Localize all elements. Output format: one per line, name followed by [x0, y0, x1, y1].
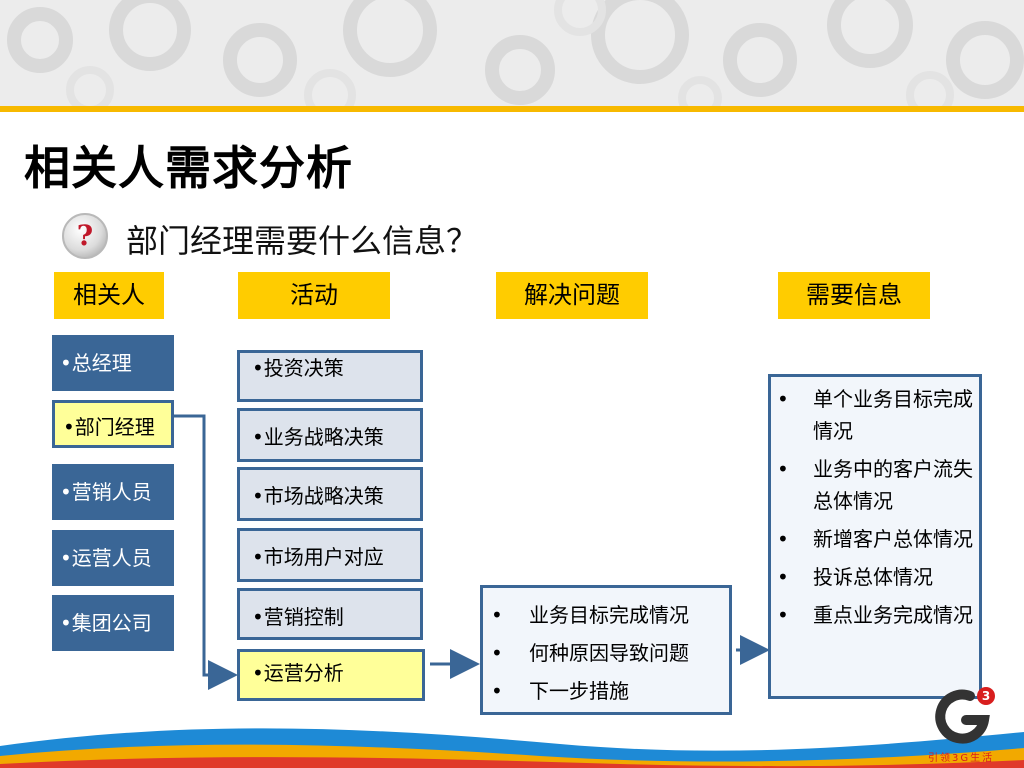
3g-logo-icon: 3	[935, 687, 995, 744]
column-header-activities: 活动	[238, 272, 390, 319]
activity-item: •市场战略决策	[237, 467, 423, 521]
problems-panel: • 业务目标完成情况 • 何种原因导致问题 • 下一步措施	[480, 585, 732, 715]
problem-item: • 下一步措施	[491, 672, 723, 710]
column-header-problems: 解决问题	[496, 272, 648, 319]
info-item: • 投诉总体情况	[777, 561, 975, 593]
info-item: • 业务中的客户流失总体情况	[777, 453, 975, 517]
problem-text: 业务目标完成情况	[529, 603, 689, 627]
connector-manager-to-ops	[174, 414, 238, 690]
header-banner	[0, 0, 1024, 106]
bullet: •	[491, 603, 503, 627]
brand-slogan: 引领3G生活	[928, 753, 995, 764]
problem-item: • 业务目标完成情况	[491, 596, 723, 634]
info-text: 业务中的客户流失总体情况	[813, 457, 973, 513]
slide-title: 相关人需求分析	[24, 141, 353, 195]
problem-item: • 何种原因导致问题	[491, 634, 723, 672]
info-item: • 单个业务目标完成情况	[777, 383, 975, 447]
stakeholder-item-selected: •部门经理	[52, 400, 174, 448]
swirl-pattern-icon	[7, 0, 1024, 106]
footer-band	[0, 718, 1024, 768]
stakeholder-item: •集团公司	[52, 595, 174, 651]
logo-badge: 3	[982, 689, 990, 703]
info-panel: • 单个业务目标完成情况 • 业务中的客户流失总体情况 • 新增客户总体情况 • 投诉总…	[768, 374, 982, 699]
activity-item: •投资决策	[237, 350, 423, 402]
problem-text: 何种原因导致问题	[529, 641, 689, 665]
bullet: •	[777, 603, 789, 627]
activity-item: •营销控制	[237, 588, 423, 640]
activity-item: •市场用户对应	[237, 528, 423, 582]
info-text: 单个业务目标完成情况	[813, 387, 973, 443]
bullet: •	[777, 387, 789, 411]
question-mark-glyph: ?	[76, 219, 94, 252]
info-text: 新增客户总体情况	[813, 527, 973, 551]
stakeholder-item: •运营人员	[52, 530, 174, 586]
activity-item: •业务战略决策	[237, 408, 423, 462]
info-text: 重点业务完成情况	[813, 603, 973, 627]
stakeholder-item: •营销人员	[52, 464, 174, 520]
stakeholder-item: •总经理	[52, 335, 174, 391]
problem-text: 下一步措施	[529, 679, 629, 703]
slide-question: 部门经理需要什么信息？	[126, 222, 479, 260]
question-mark-icon: ?	[62, 213, 108, 259]
wave-decoration-icon	[0, 728, 1024, 768]
info-item: • 重点业务完成情况	[777, 599, 975, 631]
header-divider	[0, 106, 1024, 112]
activity-item-selected: •运营分析	[237, 649, 425, 701]
bullet: •	[491, 679, 503, 703]
column-header-info: 需要信息	[778, 272, 930, 319]
column-header-stakeholders: 相关人	[54, 272, 164, 319]
info-item: • 新增客户总体情况	[777, 523, 975, 555]
bullet: •	[491, 641, 503, 665]
bullet: •	[777, 565, 789, 589]
bullet: •	[777, 527, 789, 551]
info-text: 投诉总体情况	[813, 565, 933, 589]
bullet: •	[777, 457, 789, 481]
